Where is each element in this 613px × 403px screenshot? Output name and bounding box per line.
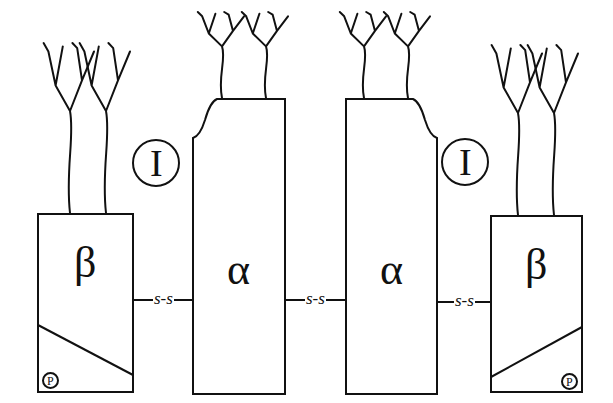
phosphate-circle: P xyxy=(42,372,59,389)
outline xyxy=(490,215,583,393)
sugar-chain xyxy=(242,12,288,98)
outline-path xyxy=(38,214,133,392)
outline-path xyxy=(193,99,285,394)
outline-path xyxy=(442,139,488,185)
sugar-chain xyxy=(80,43,130,213)
sugar-chain xyxy=(44,43,94,213)
sugar-chain xyxy=(528,45,578,215)
sugar-chain xyxy=(384,12,430,98)
bond-label: s-s xyxy=(153,290,174,307)
subunit-label: α xyxy=(227,248,250,292)
symbol-letter: P xyxy=(47,375,54,387)
beta-subunit: βP xyxy=(37,213,134,393)
phosphate-circle: P xyxy=(561,373,578,390)
outline-path xyxy=(346,99,437,394)
insulin-circle: I xyxy=(441,138,489,186)
insulin-circle: I xyxy=(132,139,180,187)
subunit-label: α xyxy=(380,248,403,292)
domain-line xyxy=(38,325,133,375)
beta-subunit: βP xyxy=(490,215,583,393)
outline-path xyxy=(562,374,577,389)
subunit-label: β xyxy=(525,243,547,287)
sugar-chain xyxy=(492,45,542,215)
alpha-subunit: α xyxy=(192,98,286,395)
domain-line xyxy=(491,327,582,377)
sugar-chain xyxy=(198,12,244,98)
alpha-subunit: α xyxy=(345,98,438,395)
symbol-letter: I xyxy=(150,144,163,182)
outline-path xyxy=(43,373,58,388)
outline xyxy=(192,98,286,395)
subunit-label: β xyxy=(74,241,96,285)
symbol-letter: P xyxy=(566,376,573,388)
sugar-chain xyxy=(340,12,386,98)
outline xyxy=(345,98,438,395)
outline-path xyxy=(491,216,582,392)
bond-label: s-s xyxy=(454,292,475,309)
outline xyxy=(37,213,134,393)
outline-path xyxy=(133,140,179,186)
bond-label: s-s xyxy=(305,290,326,307)
symbol-letter: I xyxy=(459,143,472,181)
